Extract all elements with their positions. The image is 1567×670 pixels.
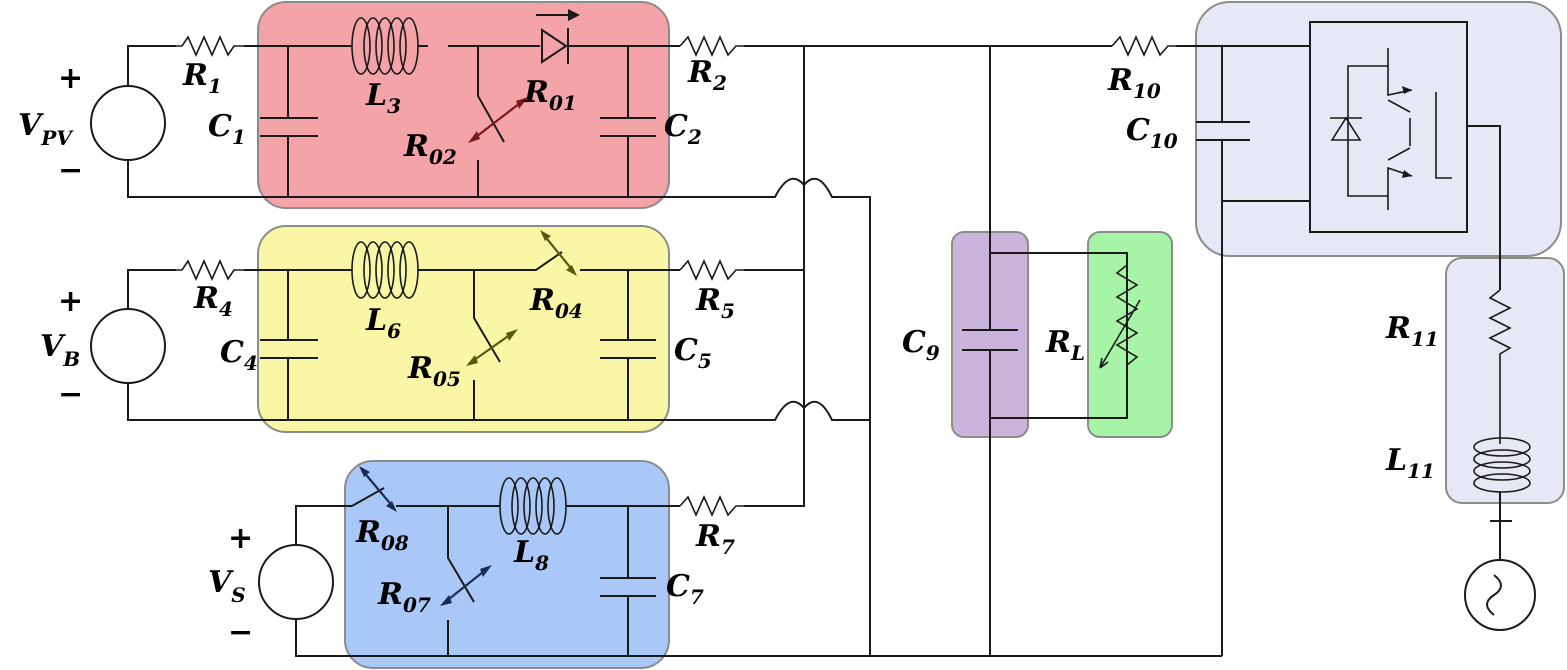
- variable-load-rl-symbol: [1115, 264, 1139, 395]
- switch-r05-arrow: [469, 331, 515, 364]
- ac-grid-source-symbol: [1464, 559, 1536, 631]
- label-vs: VS: [208, 565, 246, 607]
- label-r05: R05: [407, 351, 461, 391]
- label-r10: R10: [1107, 63, 1161, 103]
- resistor-r11-symbol: [1488, 289, 1512, 444]
- label-l6: L6: [365, 303, 401, 343]
- battery-plus-sign: +: [58, 284, 83, 319]
- label-c7: C7: [666, 569, 704, 609]
- pv-minus-sign: −: [58, 153, 83, 188]
- supercap-plus-sign: +: [228, 521, 253, 556]
- freewheel-diode-symbol: [1330, 116, 1362, 141]
- battery-minus-sign: −: [58, 377, 83, 412]
- label-r5: R5: [695, 283, 735, 323]
- label-r04: R04: [529, 283, 583, 323]
- load-block: [1087, 231, 1173, 438]
- label-l3: L3: [365, 78, 401, 118]
- label-r02: R02: [403, 129, 457, 169]
- inductor-l3-symbol: [351, 17, 419, 75]
- battery-source-symbol: [90, 308, 166, 384]
- label-r08: R08: [355, 515, 409, 555]
- label-l11: L11: [1385, 443, 1435, 483]
- label-c2: C2: [664, 109, 702, 149]
- label-vpv: VPV: [18, 108, 74, 150]
- inverter-block: [1195, 1, 1562, 257]
- label-l8: L8: [513, 535, 549, 575]
- switch-r07-arrow: [443, 567, 489, 604]
- label-c10: C10: [1126, 113, 1178, 153]
- grid-filter-block: [1445, 257, 1565, 504]
- battery-branch: [90, 230, 870, 421]
- label-c5: C5: [674, 333, 712, 373]
- label-rl: RL: [1045, 325, 1085, 365]
- resistor-r4-symbol: [176, 259, 244, 281]
- switch-r04-arrow: [542, 233, 575, 273]
- supercap-source-symbol: [258, 544, 334, 620]
- resistor-r5-symbol: [679, 259, 750, 281]
- supercap-branch: [258, 46, 1222, 657]
- pv-plus-sign: +: [58, 61, 83, 96]
- switch-r02-arrow: [471, 99, 525, 141]
- resistor-r2-symbol: [679, 35, 750, 57]
- inductor-l8-symbol: [499, 477, 567, 535]
- supercap-minus-sign: −: [228, 615, 253, 650]
- inductor-l11-symbol: [1473, 437, 1531, 493]
- dc-link: [962, 21, 1536, 656]
- label-r11: R11: [1385, 311, 1439, 351]
- pv-converter-block: [257, 1, 670, 209]
- pv-source-symbol: [90, 85, 166, 161]
- label-r1: R1: [182, 58, 222, 98]
- supercap-converter-block: [344, 460, 670, 669]
- diode-r01-symbol: [541, 28, 628, 64]
- label-r4: R4: [193, 281, 233, 321]
- label-c9: C9: [902, 325, 940, 365]
- label-c4: C4: [220, 335, 258, 375]
- switch-r08-arrow: [361, 469, 395, 509]
- resistor-r10-symbol: [1111, 35, 1182, 57]
- label-c1: C1: [208, 109, 246, 149]
- component-labels: + − + − + − VPV VB VS R1 C1 L3 R01 R02 R…: [18, 55, 1439, 650]
- label-r01: R01: [523, 75, 577, 115]
- label-r7: R7: [695, 519, 735, 559]
- label-r2: R2: [687, 55, 727, 95]
- battery-converter-block: [257, 225, 670, 433]
- resistor-r1-symbol: [176, 35, 244, 57]
- label-r07: R07: [377, 577, 431, 617]
- resistor-r7-symbol: [679, 495, 750, 517]
- label-vb: VB: [40, 329, 80, 371]
